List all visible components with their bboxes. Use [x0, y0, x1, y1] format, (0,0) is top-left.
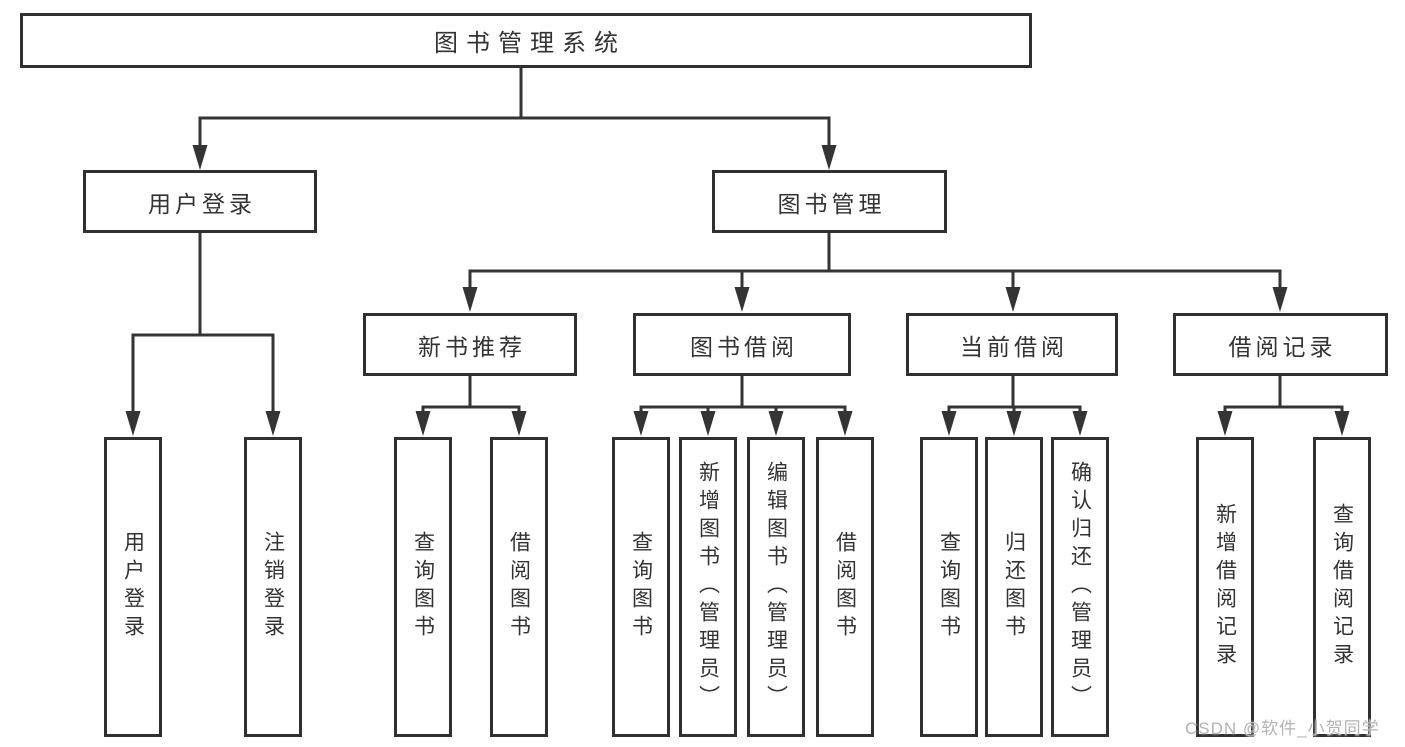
node-label: 查询图书: [629, 531, 653, 643]
node-label: 新增借阅记录: [1213, 503, 1237, 671]
node-leaf-query-borrow-record: 查询借阅记录: [1313, 437, 1371, 737]
node-label: 图书借阅: [690, 333, 798, 360]
node-label: 查询图书: [937, 531, 961, 643]
node-leaf-edit-book-admin: 编辑图书（管理员）: [747, 437, 805, 737]
csdn-watermark: CSDN @软件_小贺同学: [1185, 719, 1380, 738]
node-label: 图书管理系统: [434, 30, 626, 57]
node-leaf-query-books-borrow: 查询图书: [612, 437, 670, 737]
node-label: 图书管理: [777, 190, 886, 217]
node-label: 归还图书: [1002, 531, 1026, 643]
node-label: 用户登录: [121, 531, 145, 643]
node-label: 编辑图书（管理员）: [764, 461, 788, 713]
node-leaf-query-books-recommend: 查询图书: [394, 437, 452, 737]
node-label: 借阅记录: [1228, 333, 1337, 360]
node-book-borrow: 图书借阅: [633, 313, 851, 376]
node-leaf-logout: 注销登录: [244, 437, 302, 737]
node-label: 查询借阅记录: [1330, 503, 1354, 671]
node-leaf-return-book: 归还图书: [985, 437, 1043, 737]
node-label: 新书推荐: [418, 333, 526, 360]
node-label: 新增图书（管理员）: [696, 461, 720, 713]
node-leaf-add-borrow-record: 新增借阅记录: [1196, 437, 1254, 737]
node-label: 确认归还（管理员）: [1068, 461, 1092, 713]
node-leaf-confirm-return-admin: 确认归还（管理员）: [1051, 437, 1109, 737]
node-leaf-query-books-current: 查询图书: [920, 437, 978, 737]
node-label: 查询图书: [411, 531, 435, 643]
node-leaf-borrow-books: 借阅图书: [816, 437, 874, 737]
node-label: 注销登录: [261, 531, 285, 643]
node-label: 借阅图书: [507, 531, 531, 643]
node-label: 借阅图书: [833, 531, 857, 643]
node-user-login: 用户登录: [83, 170, 317, 233]
node-new-book-recommend: 新书推荐: [363, 313, 577, 376]
node-library-management-system: 图书管理系统: [20, 13, 1032, 68]
node-leaf-user-login: 用户登录: [104, 437, 162, 737]
node-book-management: 图书管理: [712, 170, 947, 233]
node-leaf-borrow-books-recommend: 借阅图书: [490, 437, 548, 737]
node-label: 当前借阅: [960, 333, 1068, 360]
node-label: 用户登录: [148, 190, 256, 217]
node-current-borrow: 当前借阅: [906, 313, 1118, 376]
node-leaf-add-book-admin: 新增图书（管理员）: [679, 437, 737, 737]
node-borrow-records: 借阅记录: [1173, 313, 1388, 376]
